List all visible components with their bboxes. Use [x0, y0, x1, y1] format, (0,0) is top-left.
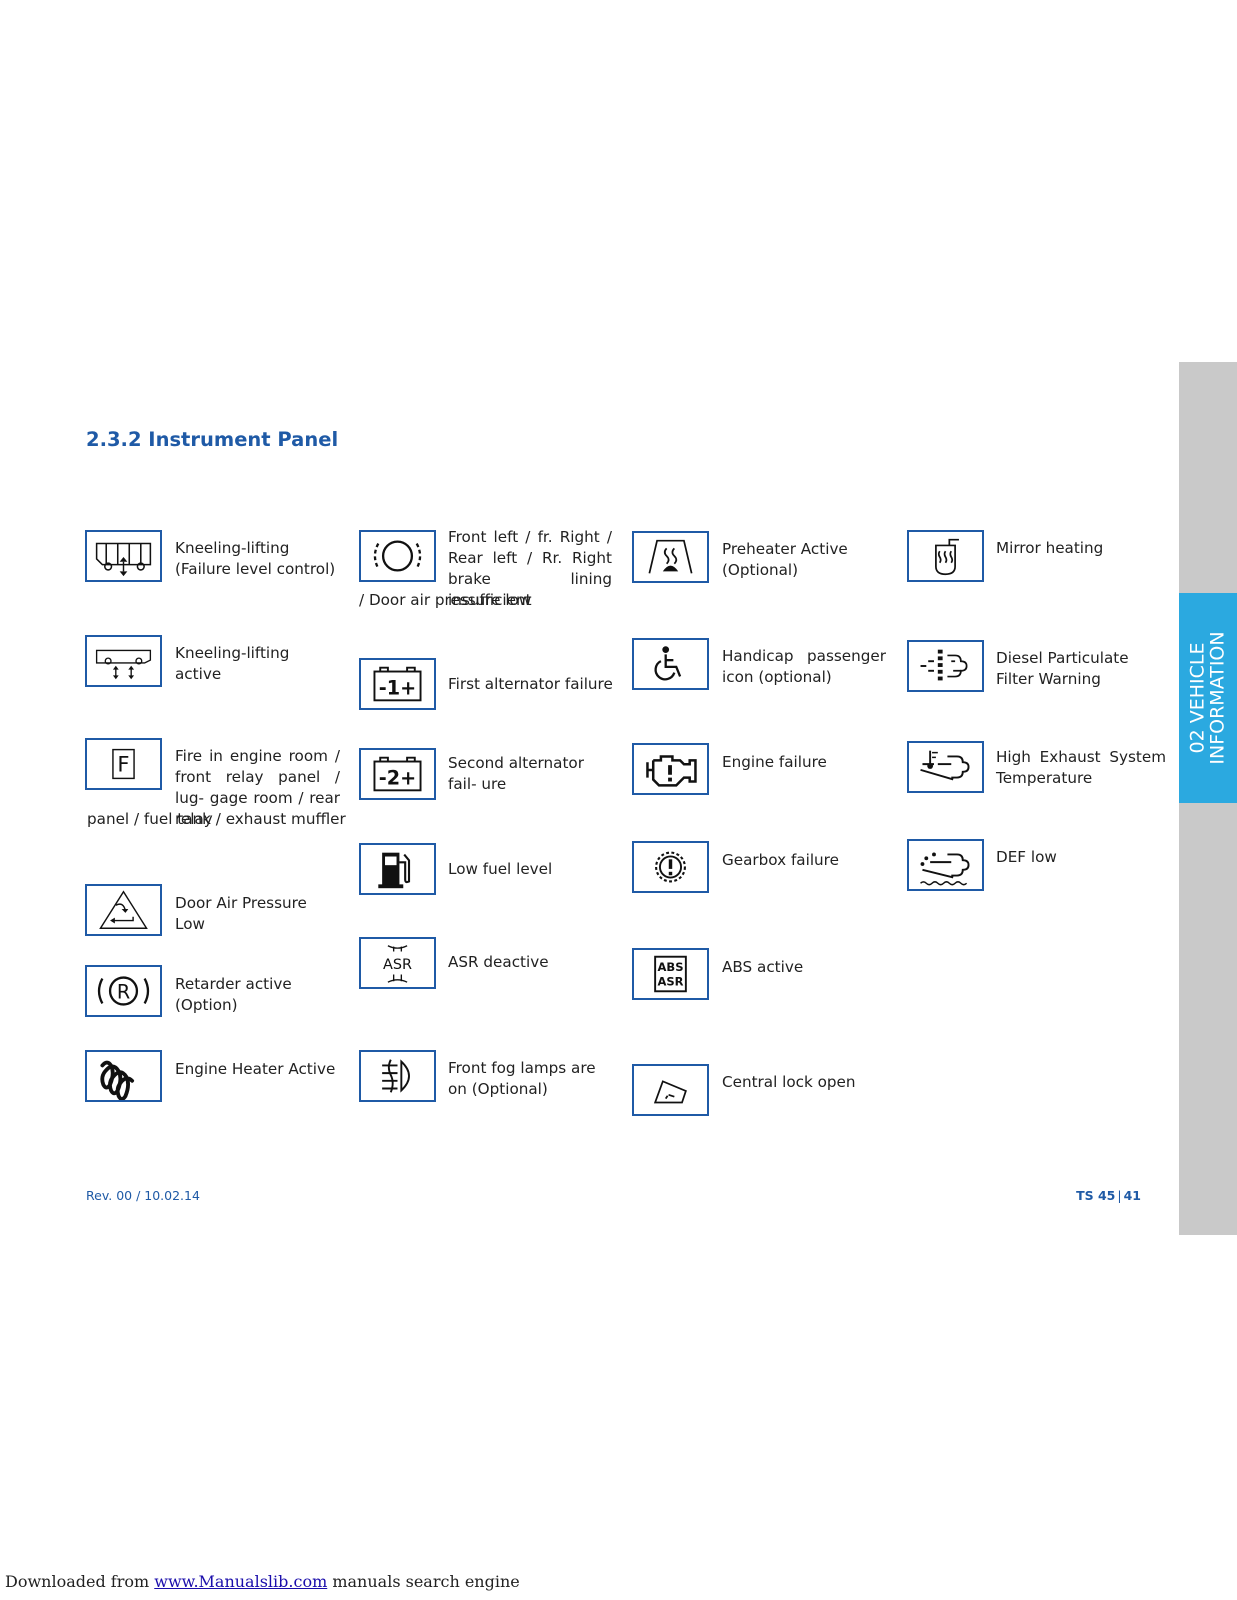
kneeling-active-icon [85, 635, 162, 687]
def-icon [907, 839, 984, 891]
battery-2-icon: -2+ [359, 748, 436, 800]
label-fire-part1: Fire in engine room / front relay panel … [175, 747, 340, 828]
fire-glyph: F [117, 752, 129, 777]
label-brake-lining-part2: / Door air pressure low [359, 591, 532, 609]
retarder-glyph: R [117, 981, 130, 1004]
page-number: 41 [1123, 1188, 1141, 1203]
label-engine-heater: Engine Heater Active [175, 1060, 336, 1078]
label-battery-2: Second alternator fail- ure [448, 754, 584, 793]
preheater-icon [632, 531, 709, 583]
label-asr: ASR deactive [448, 953, 549, 971]
label-preheater: Preheater Active (Optional) [722, 540, 848, 579]
label-fuel: Low fuel level [448, 860, 553, 878]
battery-1-icon: -1+ [359, 658, 436, 710]
label-fog-lamp: Front fog lamps are on (Optional) [448, 1059, 596, 1098]
gearbox-icon [632, 841, 709, 893]
asr2-glyph: ASR [657, 975, 683, 989]
label-wheelchair: Handicap passenger icon (optional) [722, 647, 886, 686]
retarder-icon: R [85, 965, 162, 1017]
label-dpf: Diesel Particulate Filter Warning [996, 649, 1129, 688]
page-number-footer: TS 45|41 [1076, 1188, 1141, 1203]
engine-heater-icon [85, 1050, 162, 1102]
label-brake-lining-part1: Front left / fr. Right / Rear left / Rr.… [448, 528, 612, 609]
kneeling-failure-icon [85, 530, 162, 582]
chapter-tab-line1: 02 VEHICLE [1187, 642, 1210, 754]
label-retarder: Retarder active (Option) [175, 975, 292, 1014]
download-prefix: Downloaded from [5, 1572, 155, 1591]
label-abs: ABS active [722, 958, 804, 976]
asr-glyph: ASR [383, 957, 412, 973]
fuel-icon [359, 843, 436, 895]
label-def: DEF low [996, 848, 1057, 866]
manualslib-link[interactable]: www.Manualslib.com [154, 1572, 328, 1591]
chapter-tab[interactable] [1179, 593, 1237, 803]
download-note: Downloaded from www.Manualslib.com manua… [5, 1572, 520, 1591]
label-engine: Engine failure [722, 753, 827, 771]
label-door-pressure: Door Air Pressure Low [175, 894, 307, 933]
label-mirror-heating: Mirror heating [996, 539, 1104, 557]
abs-glyph: ABS [658, 960, 684, 974]
mirror-heating-icon [907, 530, 984, 582]
abs-asr-icon: ABS ASR [632, 948, 709, 1000]
battery-1-glyph: -1+ [379, 677, 416, 700]
label-battery-1: First alternator failure [448, 675, 613, 693]
revision-footer: Rev. 00 / 10.02.14 [86, 1188, 200, 1203]
door-pressure-icon [85, 884, 162, 936]
chapter-tab-line2: INFORMATION [1207, 631, 1230, 765]
exhaust-temp-icon [907, 741, 984, 793]
section-title: 2.3.2 Instrument Panel [86, 428, 339, 451]
download-suffix: manuals search engine [327, 1572, 520, 1591]
brake-lining-icon [359, 530, 436, 582]
dpf-icon [907, 640, 984, 692]
label-fire-part2: panel / fuel tank / exhaust muffler [87, 810, 346, 828]
fire-icon: F [85, 738, 162, 790]
central-lock-icon [632, 1064, 709, 1116]
engine-icon [632, 743, 709, 795]
label-kneeling-active: Kneeling-lifting active [175, 644, 290, 683]
label-gearbox: Gearbox failure [722, 851, 839, 869]
label-exhaust-temp: High Exhaust System Temperature [996, 748, 1166, 787]
label-kneeling-failure: Kneeling-lifting (Failure level control) [175, 539, 336, 578]
asr-icon: ASR [359, 937, 436, 989]
label-central-lock: Central lock open [722, 1073, 856, 1091]
doc-code: TS 45 [1076, 1188, 1116, 1203]
battery-2-glyph: -2+ [379, 767, 416, 790]
wheelchair-icon [632, 638, 709, 690]
fog-lamp-icon [359, 1050, 436, 1102]
